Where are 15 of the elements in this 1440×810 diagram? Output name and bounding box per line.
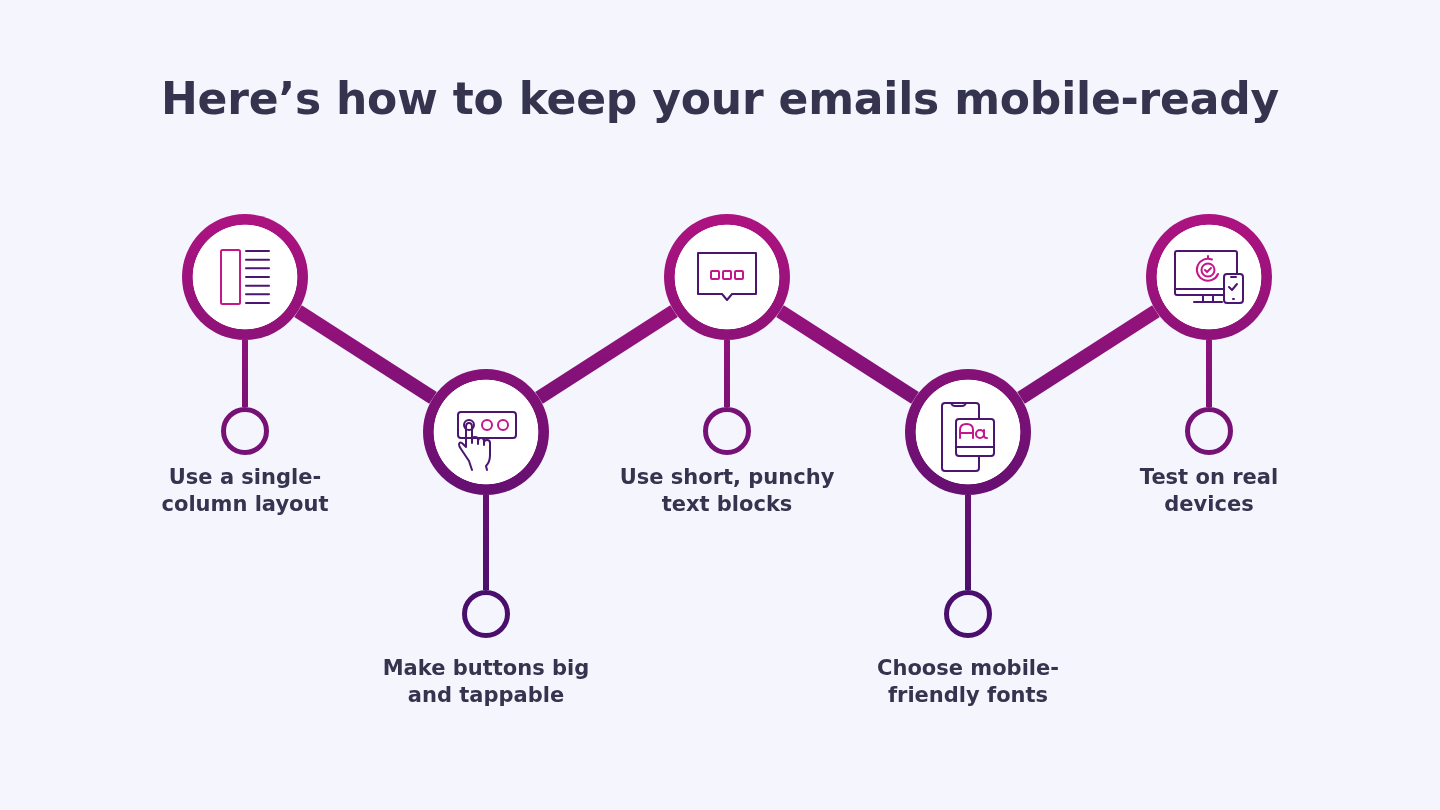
stem-line [965, 495, 971, 590]
step-label: Use a single-column layout [160, 464, 330, 518]
connector-line [535, 305, 678, 404]
step-label: Make buttons big and tappable [381, 655, 591, 709]
step-label: Choose mobile-friendly fonts [876, 655, 1060, 709]
stem-line [1206, 340, 1212, 407]
step-label: Use short, punchy text blocks [618, 464, 836, 518]
connector-line [1017, 305, 1160, 404]
stem-line [242, 340, 248, 407]
page-title: Here’s how to keep your emails mobile-ready [160, 73, 1280, 125]
stem-line [724, 340, 730, 407]
step-label: Test on real devices [1138, 464, 1280, 518]
connector-line [294, 305, 437, 404]
connector-line [776, 305, 919, 404]
stem-line [483, 495, 489, 590]
